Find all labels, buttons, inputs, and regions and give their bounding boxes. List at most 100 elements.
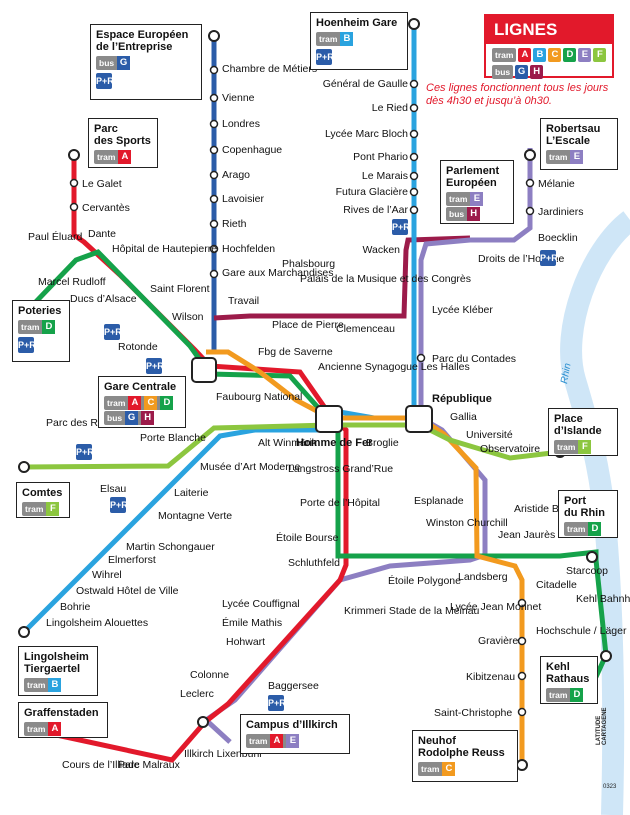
- hub-gare-centrale[interactable]: [191, 357, 217, 383]
- label-hohwart: Hohwart: [226, 636, 265, 648]
- label-fbg-saverne: Fbg de Saverne: [258, 346, 333, 358]
- label-esplanade: Esplanade: [414, 495, 464, 507]
- label-elmerforst: Elmerforst: [108, 554, 156, 566]
- park-ride-icon: P+R: [18, 337, 36, 353]
- label-republique: République: [432, 393, 492, 405]
- label-parc-malraux: Parc Malraux: [118, 759, 181, 771]
- label-winston-churchill: Winston Churchill: [426, 517, 508, 529]
- park-ride-icon: P+R: [540, 250, 558, 266]
- label-lavoisier: Lavoisier: [222, 193, 265, 205]
- label-porte-blanche: Porte Blanche: [140, 432, 206, 444]
- label-ancienne-synagogue: Ancienne Synagogue Les Halles: [318, 361, 470, 373]
- label-palais-musique: Palais de la Musique et des Congrès: [300, 273, 471, 285]
- label-chambre-metiers: Chambre de Métiers: [222, 63, 317, 75]
- legend-line-b[interactable]: B: [533, 48, 547, 62]
- legend-line-a[interactable]: A: [518, 48, 532, 62]
- label-jardiniers: Jardiniers: [538, 206, 584, 218]
- legend-line-d[interactable]: D: [563, 48, 577, 62]
- label-vienne: Vienne: [222, 92, 255, 104]
- label-bohrie: Bohrie: [60, 601, 91, 613]
- label-ducs-alsace: Ducs d’Alsace: [70, 293, 137, 305]
- label-le-galet: Le Galet: [82, 178, 122, 190]
- label-leclerc: Leclerc: [180, 688, 214, 700]
- label-place-pierre: Place de Pierre: [272, 319, 344, 331]
- label-alt-winmarik: Alt Winmärik: [258, 437, 318, 449]
- river-rhin: [560, 211, 630, 815]
- label-baggersee: Baggersee: [268, 680, 319, 692]
- park-ride-icon: P+R: [110, 497, 128, 513]
- label-kehl-bahnhof: Kehl Bahnhof: [576, 593, 630, 605]
- label-starcoop: Starcoop: [566, 565, 608, 577]
- park-ride-icon: P+R: [268, 695, 286, 711]
- label-jean-jaures: Jean Jaurès: [498, 529, 555, 541]
- legend-line-g[interactable]: G: [515, 65, 529, 79]
- label-porte-hopital: Porte de l’Hôpital: [300, 497, 380, 509]
- label-cours-illiade: Cours de l’Illiade: [62, 759, 140, 771]
- label-futura-glaciere: Futura Glacière: [336, 186, 409, 198]
- label-landsberg: Landsberg: [458, 571, 508, 583]
- label-londres: Londres: [222, 118, 260, 130]
- label-rotonde: Rotonde: [118, 341, 158, 353]
- label-rives-aar: Rives de l’Aar: [343, 204, 408, 216]
- hub-homme-de-fer[interactable]: [315, 405, 343, 433]
- park-ride-icon: P+R: [76, 444, 94, 460]
- legend-line-e[interactable]: E: [578, 48, 592, 62]
- label-lycee-jean-monnet: Lycée Jean Monnet: [450, 601, 541, 613]
- park-ride-icon: P+R: [96, 73, 114, 89]
- label-parc-contades: Parc du Contades: [432, 353, 516, 365]
- label-pont-phario: Pont Phario: [353, 151, 408, 163]
- label-marcel-rudloff: Marcel Rudloff: [38, 276, 106, 288]
- publisher-logo: LATITUDE CARTAGENE: [596, 707, 608, 745]
- label-dante: Dante: [88, 228, 116, 240]
- line-f: [23, 422, 561, 470]
- label-martin-schongauer: Martin Schongauer: [126, 541, 215, 553]
- label-colonne: Colonne: [190, 669, 229, 681]
- label-le-ried: Le Ried: [372, 102, 408, 114]
- label-musee-art-moderne: Musée d’Art Moderne: [200, 461, 301, 473]
- map-code: 0323: [603, 784, 617, 790]
- label-saint-florent: Saint Florent: [150, 283, 210, 295]
- label-travail: Travail: [228, 295, 259, 307]
- label-gallia: Gallia: [450, 411, 477, 423]
- label-cervantes: Cervantès: [82, 202, 130, 214]
- label-montagne-verte: Montagne Verte: [158, 510, 232, 522]
- label-arago: Arago: [222, 169, 250, 181]
- label-wacken: Wacken: [362, 244, 400, 256]
- label-melanie: Mélanie: [538, 178, 575, 190]
- legend-bus-row: bus G H: [492, 65, 612, 79]
- label-laiterie: Laiterie: [174, 487, 209, 499]
- label-clemenceau: Clemenceau: [336, 323, 395, 335]
- label-observatoire: Observatoire: [480, 443, 540, 455]
- legend-tram-row: tram A B C D E F: [492, 48, 612, 62]
- label-ostwald: Ostwald Hôtel de Ville: [76, 585, 179, 597]
- park-ride-icon: P+R: [316, 49, 334, 65]
- hub-republique[interactable]: [405, 405, 433, 433]
- label-lingolsheim-alouettes: Lingolsheim Alouettes: [46, 617, 148, 629]
- legend-title: LIGNES: [486, 16, 612, 44]
- legend-line-f[interactable]: F: [593, 48, 607, 62]
- label-rieth: Rieth: [222, 218, 247, 230]
- label-krimmeri: Krimmeri Stade de la Meinau: [344, 605, 480, 617]
- label-copenhague: Copenhague: [222, 144, 282, 156]
- legend-line-h[interactable]: H: [530, 65, 544, 79]
- label-kibitzenau: Kibitzenau: [466, 671, 515, 683]
- legend-line-c[interactable]: C: [548, 48, 562, 62]
- station-labels: Chambre de Métiers Vienne Londres Copenh…: [28, 63, 630, 771]
- label-etoile-polygone: Étoile Polygone: [388, 574, 461, 587]
- label-paul-eluard: Paul Éluard: [28, 230, 82, 243]
